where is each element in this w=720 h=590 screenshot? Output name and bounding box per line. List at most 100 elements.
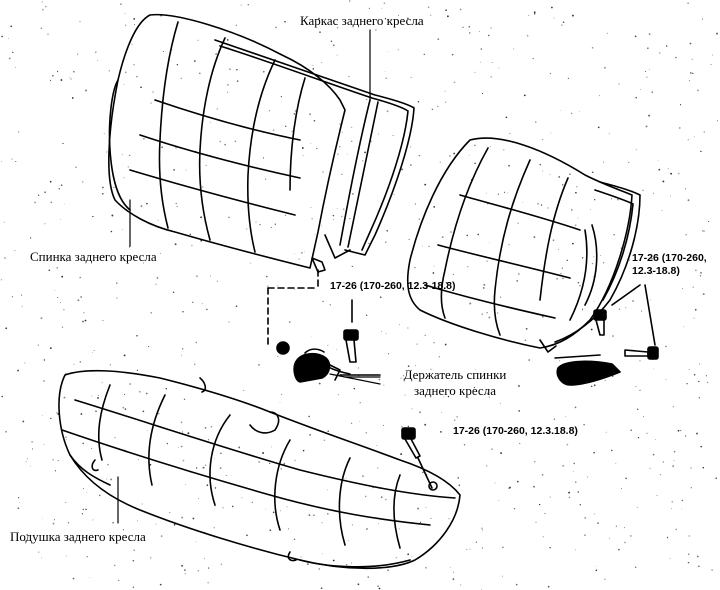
speckle-dot	[562, 21, 565, 23]
speckle-dot	[178, 447, 180, 449]
speckle-dot	[266, 275, 268, 278]
speckle-dot	[322, 300, 324, 303]
speckle-dot	[508, 244, 510, 246]
speckle-dot	[269, 529, 272, 532]
speckle-dot	[366, 528, 368, 530]
speckle-dot	[40, 27, 43, 29]
speckle-dot	[219, 467, 222, 469]
speckle-dot	[475, 541, 478, 543]
speckle-dot	[40, 317, 43, 320]
speckle-dot	[34, 201, 36, 204]
speckle-dot	[535, 521, 537, 523]
speckle-dot	[291, 130, 293, 132]
speckle-dot	[428, 245, 430, 248]
speckle-dot	[213, 458, 215, 460]
speckle-dot	[80, 296, 82, 298]
speckle-dot	[250, 262, 252, 264]
speckle-dot	[348, 0, 351, 2]
speckle-dot	[408, 238, 410, 240]
speckle-dot	[181, 431, 184, 433]
speckle-dot	[665, 345, 667, 348]
speckle-dot	[409, 164, 412, 167]
speckle-dot	[395, 557, 397, 559]
speckle-dot	[385, 498, 387, 501]
speckle-dot	[383, 384, 385, 386]
speckle-dot	[387, 569, 389, 572]
speckle-dot	[486, 260, 488, 262]
speckle-dot	[228, 216, 230, 218]
speckle-dot	[575, 549, 576, 551]
speckle-dot	[553, 17, 555, 19]
speckle-dot	[326, 512, 329, 515]
speckle-dot	[41, 414, 43, 416]
speckle-dot	[71, 97, 74, 99]
speckle-dot	[687, 199, 690, 202]
speckle-dot	[380, 202, 382, 204]
speckle-dot	[353, 387, 356, 390]
speckle-dot	[189, 233, 191, 236]
speckle-dot	[500, 296, 501, 298]
speckle-dot	[206, 153, 208, 155]
speckle-dot	[648, 68, 650, 70]
speckle-dot	[57, 460, 59, 462]
speckle-dot	[567, 77, 570, 80]
speckle-dot	[82, 508, 85, 511]
speckle-dot	[142, 410, 145, 413]
speckle-dot	[207, 582, 209, 584]
speckle-dot	[375, 29, 377, 31]
speckle-dot	[300, 556, 302, 558]
speckle-dot	[159, 252, 161, 254]
speckle-dot	[533, 13, 536, 15]
speckle-dot	[680, 430, 682, 432]
speckle-dot	[15, 160, 17, 163]
speckle-dot	[677, 172, 680, 175]
speckle-dot	[123, 354, 126, 357]
speckle-dot	[457, 477, 460, 479]
speckle-dot	[717, 120, 718, 122]
speckle-dot	[206, 308, 208, 311]
speckle-dot	[437, 38, 440, 41]
speckle-dot	[97, 397, 99, 399]
speckle-dot	[322, 553, 323, 555]
speckle-dot	[611, 198, 612, 200]
speckle-dot	[362, 160, 364, 162]
speckle-dot	[125, 24, 127, 26]
speckle-dot	[194, 363, 196, 365]
speckle-dot	[201, 186, 204, 188]
speckle-dot	[308, 514, 311, 517]
speckle-dot	[685, 234, 687, 236]
speckle-dot	[699, 275, 702, 277]
speckle-dot	[288, 321, 291, 323]
speckle-dot	[518, 273, 520, 275]
speckle-dot	[386, 110, 389, 113]
speckle-dot	[301, 252, 303, 254]
speckle-dot	[424, 183, 427, 186]
speckle-dot	[101, 382, 103, 384]
speckle-dot	[483, 283, 486, 286]
speckle-dot	[341, 173, 343, 175]
speckle-dot	[613, 234, 615, 236]
speckle-dot	[89, 577, 91, 578]
speckle-dot	[201, 303, 203, 305]
speckle-dot	[77, 299, 80, 302]
speckle-dot	[566, 259, 568, 261]
torque-spec-right-line1: 17-26 (170-260,	[632, 252, 707, 264]
torque-spec-cushion: 17-26 (170-260, 12.3.18.8)	[453, 425, 578, 437]
speckle-dot	[516, 280, 518, 282]
speckle-dot	[56, 267, 58, 269]
speckle-dot	[419, 521, 421, 524]
speckle-dot	[481, 527, 483, 529]
speckle-dot	[505, 116, 508, 119]
speckle-dot	[216, 280, 219, 282]
speckle-dot	[277, 285, 279, 287]
speckle-dot	[310, 207, 312, 209]
speckle-dot	[423, 53, 426, 56]
speckle-dot	[445, 281, 448, 284]
speckle-dot	[509, 132, 511, 134]
speckle-dot	[599, 95, 601, 97]
speckle-dot	[75, 166, 77, 169]
speckle-dot	[513, 48, 515, 50]
speckle-dot	[702, 293, 705, 296]
speckle-dot	[696, 432, 698, 435]
